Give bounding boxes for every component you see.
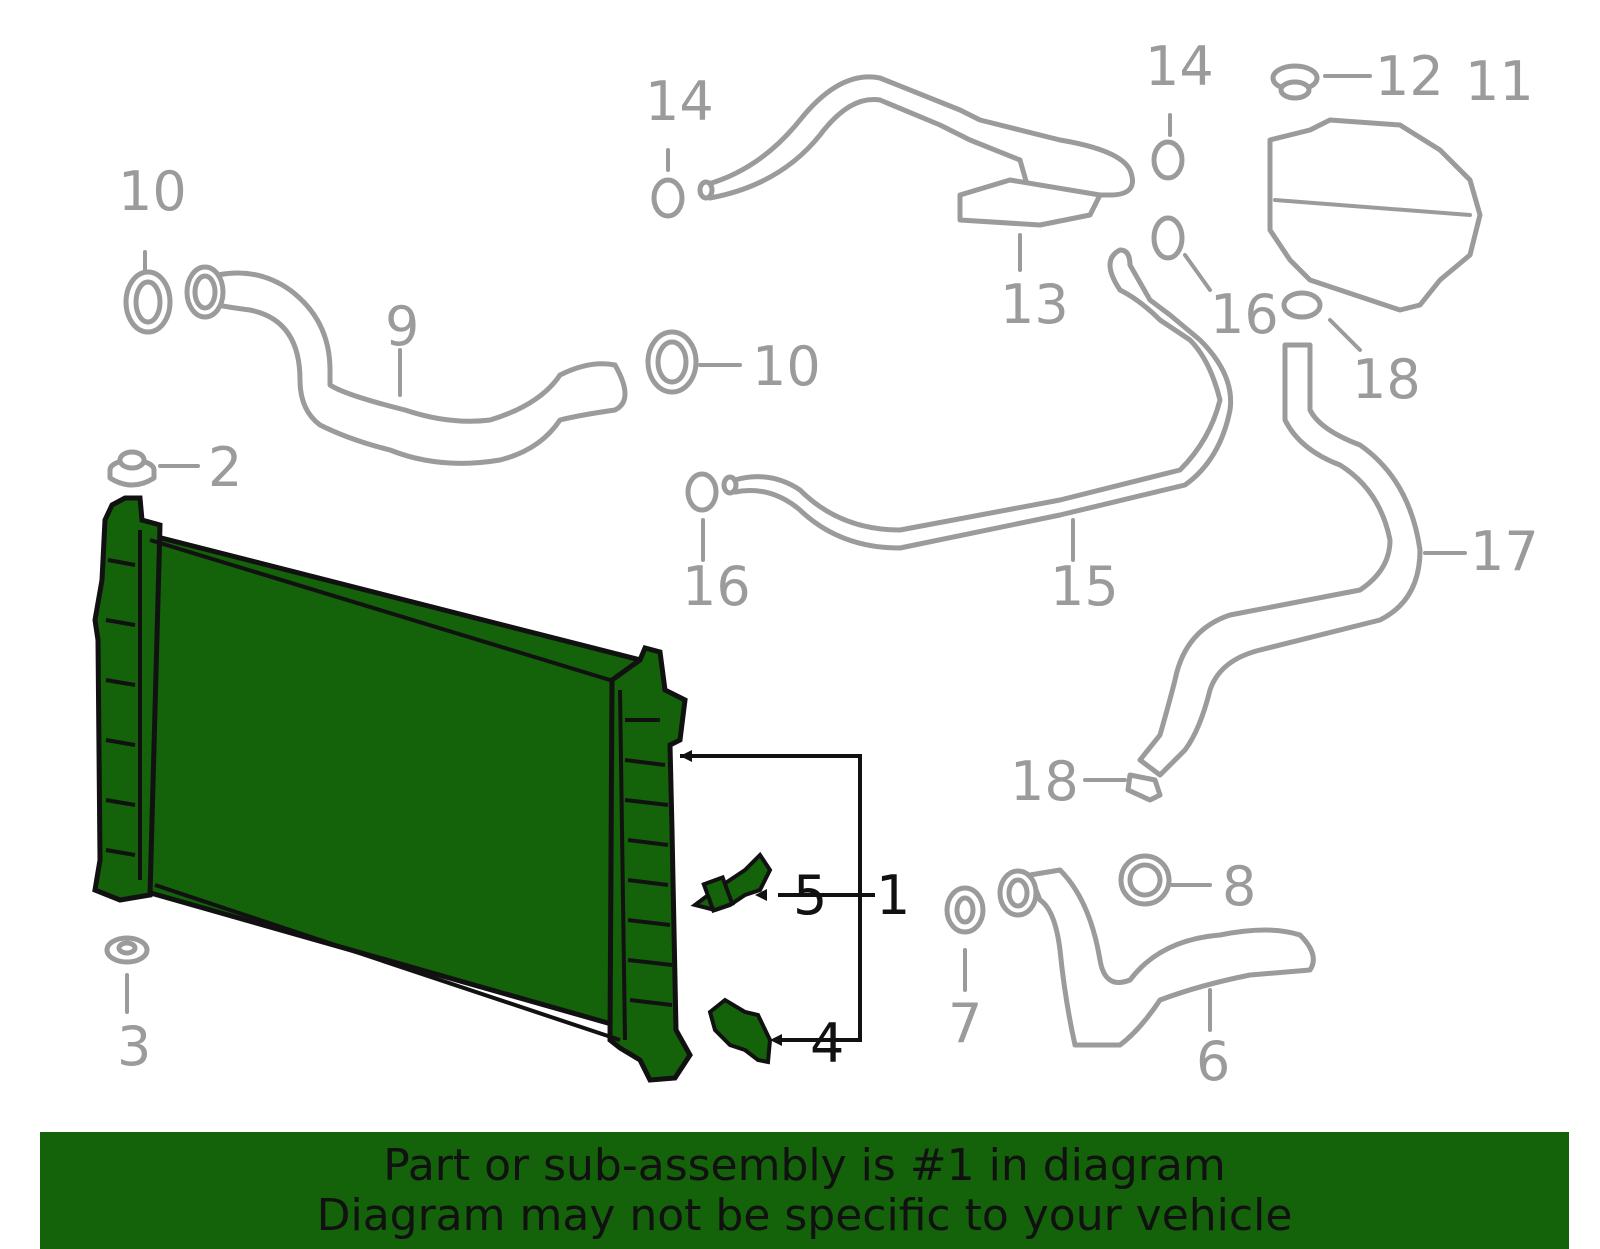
radiator-core [127,526,663,1039]
coolant-reservoir-11 [1267,117,1483,313]
callout-14b: 14 [1145,35,1214,98]
heater-hose-6 [997,867,1316,1048]
footer-banner: Part or sub-assembly is #1 in diagram Di… [40,1132,1569,1249]
bypass-hose-14 [651,74,1135,219]
mount-insulator-2 [107,449,200,488]
callout-7: 7 [948,992,982,1055]
callout-4: 4 [810,1012,844,1075]
callout-5: 5 [793,864,827,927]
reservoir-cap-12 [1270,63,1372,101]
clamp-8 [1118,853,1212,907]
hose-clamp-10a [123,250,173,335]
radiator-right-tank [607,645,693,1083]
callout-8: 8 [1222,855,1256,918]
coolant-sensor-5 [690,851,773,914]
lower-hose-17 [1137,342,1467,778]
callout-11: 11 [1465,50,1534,113]
callout-18a: 18 [1352,348,1421,411]
clamp-7 [944,885,986,992]
callout-10a: 10 [118,160,187,223]
callout-15: 15 [1050,555,1119,618]
callout-3: 3 [117,1015,151,1078]
radiator-assembly [92,495,693,1083]
hose-clamp-10b [645,329,742,395]
radiator-left-tank [92,495,163,903]
callout-14a: 14 [645,70,714,133]
callout-bracket-1 [680,750,875,1046]
callout-18b: 18 [1010,750,1079,813]
bracket-13 [957,177,1103,272]
overflow-hose-15 [685,247,1234,562]
callout-12: 12 [1375,45,1444,108]
callout-6: 6 [1196,1030,1230,1093]
clamp-16b [1151,215,1212,292]
callout-13: 13 [1000,273,1069,336]
footer-note-part: Part or sub-assembly is #1 in diagram [383,1139,1226,1191]
footer-note-disclaimer: Diagram may not be specific to your vehi… [316,1189,1293,1241]
clamp-18a [1281,290,1362,352]
callout-2: 2 [208,436,242,499]
mount-insulator-3 [104,935,150,1014]
callout-16a: 16 [682,555,751,618]
callout-10b: 10 [752,335,821,398]
callout-16b: 16 [1210,283,1279,346]
drain-plug-4 [707,997,773,1065]
clamp-18b [1083,772,1163,803]
callout-9: 9 [385,295,419,358]
callout-1: 1 [876,864,910,927]
clamp-14b [1151,113,1185,181]
callout-17: 17 [1470,520,1539,583]
upper-radiator-hose-9 [184,264,628,466]
